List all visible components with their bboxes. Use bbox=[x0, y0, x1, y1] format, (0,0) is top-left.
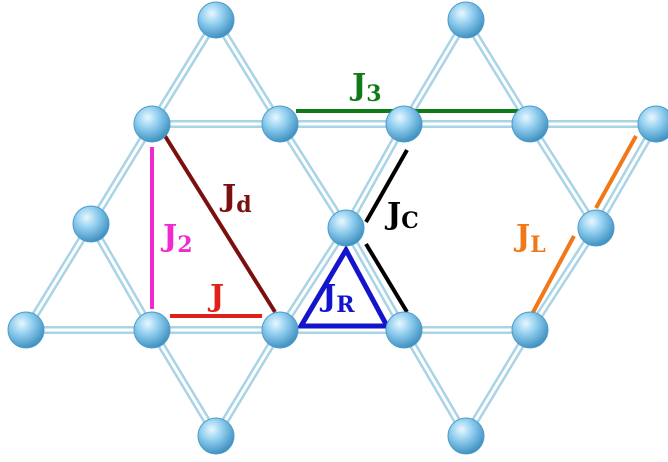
lattice-site bbox=[511, 311, 549, 349]
label-J2: J2 bbox=[160, 219, 193, 258]
lattice-site bbox=[133, 311, 171, 349]
lattice-bond-core bbox=[402, 19, 468, 125]
lattice-site bbox=[197, 1, 235, 39]
lattice-bond-core bbox=[24, 223, 93, 331]
lattice-bond-core bbox=[89, 223, 154, 331]
bond-JL-upper bbox=[594, 135, 638, 209]
lattice-site bbox=[577, 209, 615, 247]
lattice-bond-core bbox=[594, 123, 658, 229]
lattice-site bbox=[327, 209, 365, 247]
bond-JR bbox=[296, 244, 392, 329]
lattice-bond-core bbox=[528, 227, 598, 331]
lattice-site bbox=[7, 311, 45, 349]
label-J: J bbox=[207, 279, 224, 314]
lattice-bond-core bbox=[278, 123, 348, 229]
lattice-bond-core bbox=[344, 227, 406, 331]
lattice-sites bbox=[7, 1, 668, 455]
lattice-bonds bbox=[22, 17, 660, 439]
lattice-site bbox=[72, 205, 110, 243]
bond-JL-lower bbox=[529, 235, 576, 317]
lattice-site bbox=[447, 1, 485, 39]
lattice-site bbox=[511, 105, 549, 143]
lattice-bond-core bbox=[402, 329, 468, 437]
lattice-site bbox=[385, 105, 423, 143]
lattice-site bbox=[261, 105, 299, 143]
lattice-bond-core bbox=[278, 227, 348, 331]
lattice-bond-core bbox=[464, 329, 532, 437]
coupling-labels: J J2 Jd J3 JC JR JL bbox=[160, 68, 546, 318]
lattice-bond-core bbox=[150, 19, 218, 125]
lattice-site bbox=[385, 311, 423, 349]
lattice-site bbox=[197, 417, 235, 455]
lattice-bond-core bbox=[150, 329, 218, 437]
lattice-bond-core bbox=[464, 19, 532, 125]
bond-JC-lower bbox=[364, 242, 409, 314]
label-J3: J3 bbox=[349, 68, 382, 107]
label-JC: JC bbox=[384, 197, 419, 234]
label-JL: JL bbox=[513, 219, 546, 258]
label-JR: JR bbox=[319, 279, 355, 318]
bond-Jd bbox=[163, 134, 277, 314]
lattice-bond-core bbox=[214, 19, 282, 125]
label-Jd: Jd bbox=[219, 179, 252, 218]
lattice-site bbox=[133, 105, 171, 143]
lattice-bond-core bbox=[344, 123, 406, 229]
lattice-site bbox=[447, 417, 485, 455]
lattice-bond-core bbox=[89, 123, 154, 225]
lattice-bond-core bbox=[528, 123, 598, 229]
lattice-bond-core bbox=[214, 329, 282, 437]
lattice-site bbox=[637, 105, 668, 143]
bond-JC-upper bbox=[364, 149, 409, 223]
lattice-site bbox=[261, 311, 299, 349]
